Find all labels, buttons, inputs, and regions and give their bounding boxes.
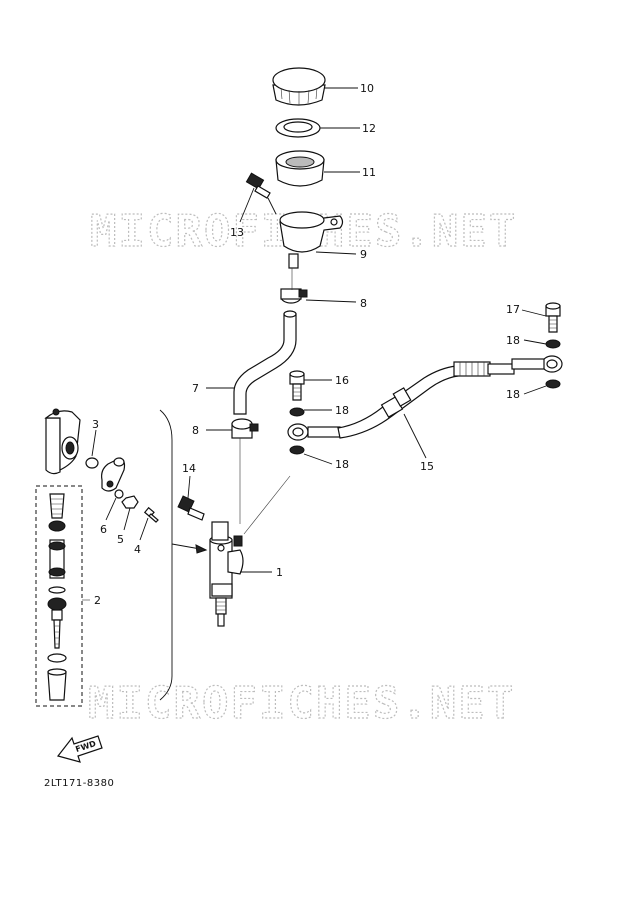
part-reservoir-cap (272, 67, 326, 106)
leader-18d (523, 385, 547, 395)
part-nut-5 (121, 495, 139, 509)
leader-5 (123, 507, 131, 531)
part-reservoir-hose (233, 310, 297, 415)
callout-14: 14 (182, 462, 196, 475)
leader-18c (523, 339, 547, 345)
watermark-bottom: MICROFICHES.NET (88, 678, 515, 729)
part-gasket-18c (545, 339, 561, 349)
leader-6 (105, 497, 117, 521)
part-gasket-18b (289, 445, 305, 455)
part-master-cylinder (209, 521, 244, 627)
callout-3: 3 (92, 418, 99, 431)
leader-8a (305, 299, 357, 303)
fwd-arrow-icon: FWD (56, 735, 103, 763)
callout-15: 15 (420, 460, 434, 473)
part-hose-clamp-upper (280, 288, 308, 304)
leader-9 (315, 251, 357, 255)
callout-7: 7 (192, 382, 199, 395)
part-diaphragm-plate (275, 118, 321, 138)
part-banjo-fitting (287, 423, 341, 441)
callout-18b: 18 (335, 458, 349, 471)
part-o-ring (85, 457, 99, 469)
part-mounting-bracket (101, 457, 126, 492)
callout-18d: 18 (506, 388, 520, 401)
part-gasket-18d (545, 379, 561, 389)
leader-17 (521, 309, 547, 317)
part-diaphragm (275, 150, 325, 187)
part-banjo-bolt-17 (545, 302, 561, 333)
callout-12: 12 (362, 122, 376, 135)
leader-4 (139, 517, 149, 541)
kit-outline (35, 485, 83, 707)
leader-13 (239, 187, 255, 223)
part-reservoir-tank (267, 197, 344, 269)
diagram-code: 2LT171-8380 (44, 778, 114, 789)
leader-3 (91, 429, 97, 457)
part-cylinder-body-casting (44, 408, 81, 475)
part-banjo-bolt-16 (289, 370, 305, 401)
part-gasket-18a (289, 407, 305, 417)
part-kit-components (47, 493, 67, 701)
leader-18b (303, 453, 333, 465)
callout-1: 1 (276, 566, 283, 579)
assembly-arrow-head (195, 544, 208, 554)
part-bolt-cylinder (177, 495, 205, 521)
callout-18c: 18 (506, 334, 520, 347)
callout-5: 5 (117, 533, 124, 546)
callout-17: 17 (506, 303, 520, 316)
part-bolt-4 (143, 506, 159, 523)
guide-banjo-to-cylinder (243, 475, 291, 535)
callout-8b: 8 (192, 424, 199, 437)
leader-15 (403, 413, 427, 459)
callout-18a: 18 (335, 404, 349, 417)
callout-8a: 8 (360, 297, 367, 310)
part-banjo-right (511, 355, 563, 373)
callout-10: 10 (360, 82, 374, 95)
assembly-bracket (159, 409, 173, 701)
callout-6: 6 (100, 523, 107, 536)
part-bolt-reservoir (245, 172, 271, 199)
callout-4: 4 (134, 543, 141, 556)
part-hose-clamp-lower (231, 418, 259, 439)
part-brake-hose (337, 361, 515, 439)
callout-2: 2 (94, 594, 101, 607)
callout-11: 11 (362, 166, 376, 179)
callout-16: 16 (335, 374, 349, 387)
callout-9: 9 (360, 248, 367, 261)
leader-14 (187, 475, 191, 499)
part-washer-6 (114, 489, 124, 499)
callout-13: 13 (230, 226, 244, 239)
